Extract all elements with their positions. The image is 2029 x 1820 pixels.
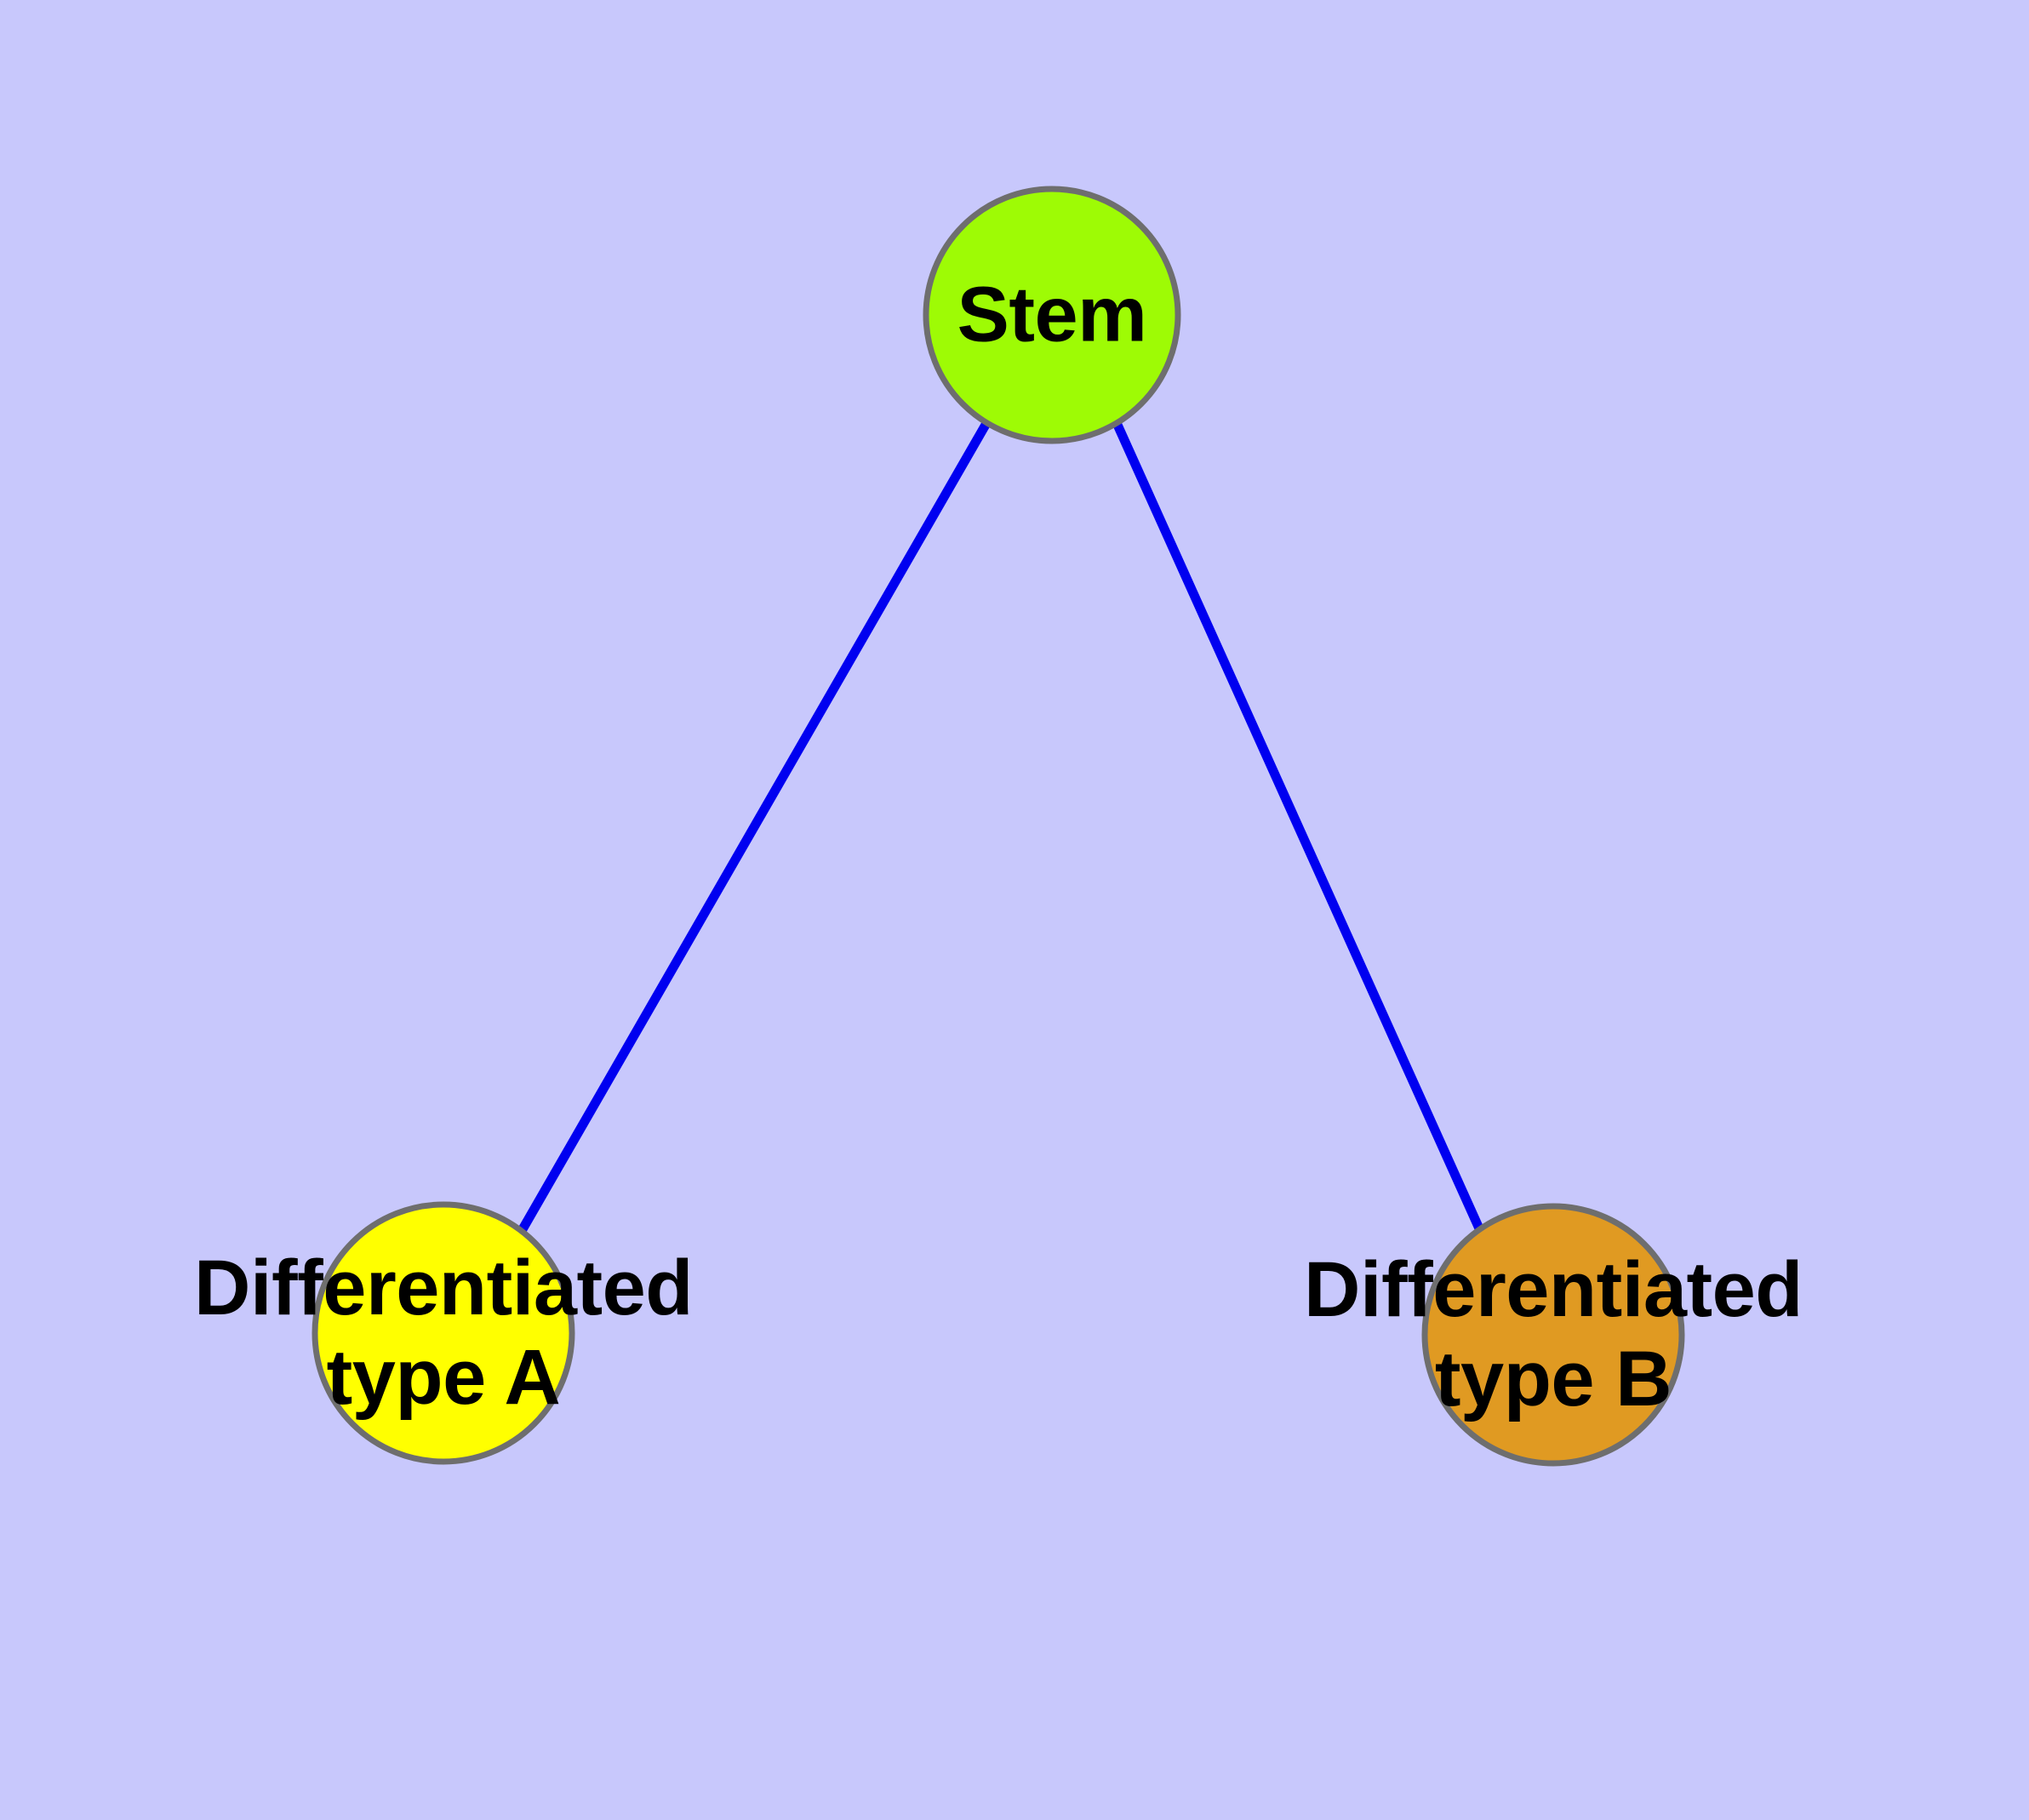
graph-node-diff-b[interactable] xyxy=(1421,1203,1685,1467)
graph-edge[interactable] xyxy=(515,422,990,1238)
graph-node-stem[interactable] xyxy=(923,186,1181,444)
graph-node-diff-a[interactable] xyxy=(311,1201,575,1465)
graph-edge[interactable] xyxy=(1112,422,1488,1239)
node-layer xyxy=(311,186,1685,1467)
edge-layer xyxy=(515,422,1488,1239)
